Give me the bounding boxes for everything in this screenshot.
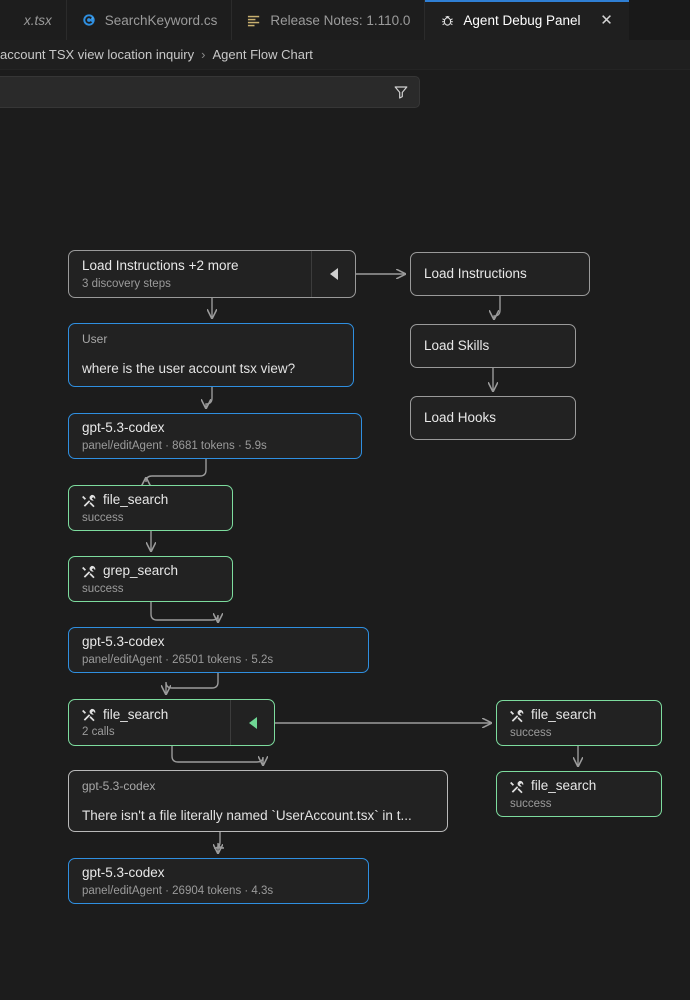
flow-node-discovery-group[interactable]: Load Instructions +2 more 3 discovery st… — [68, 250, 356, 298]
node-title: Load Skills — [424, 337, 490, 353]
react-tsx-icon — [0, 12, 16, 28]
tool-name-label: file_search — [103, 706, 169, 722]
filter-bar — [0, 76, 690, 110]
tools-wrench-icon — [82, 565, 96, 579]
node-body: gpt-5.3-codex panel/editAgent · 26501 to… — [69, 628, 368, 672]
debug-bug-icon — [439, 12, 455, 28]
markdown-lines-icon — [246, 12, 262, 28]
node-subtitle: success — [510, 726, 552, 739]
node-subtitle: panel/editAgent · 8681 tokens · 5.9s — [82, 439, 267, 452]
node-body: gpt-5.3-codex There isn't a file literal… — [69, 771, 447, 831]
tab-label: x.tsx — [24, 12, 52, 28]
tools-wrench-icon — [510, 780, 524, 794]
message-text: There isn't a file literally named `User… — [82, 808, 412, 823]
tab-label: Release Notes: 1.110.0 — [270, 12, 411, 28]
editor-tab-bar: x.tsx SearchKeyword.cs Release Notes: 1.… — [0, 0, 690, 40]
tool-name-label: file_search — [531, 778, 597, 794]
tool-name-label: grep_search — [103, 563, 179, 579]
node-body: file_search 2 calls — [69, 700, 230, 745]
node-title: file_search — [82, 707, 217, 724]
node-body: Load Hooks — [411, 402, 575, 435]
node-body: Load Instructions +2 more 3 discovery st… — [69, 251, 311, 297]
breadcrumb-item-1[interactable]: Agent Flow Chart — [212, 47, 313, 62]
node-body: file_search success — [497, 701, 661, 745]
agent-flow-canvas[interactable]: Load Instructions +2 more 3 discovery st… — [0, 110, 690, 1000]
flow-node-model-2[interactable]: gpt-5.3-codex panel/editAgent · 26501 to… — [68, 627, 369, 673]
message-role-label: User — [82, 332, 108, 346]
node-body: gpt-5.3-codex panel/editAgent · 26904 to… — [69, 859, 368, 903]
node-subtitle: success — [510, 797, 552, 810]
node-subtitle: 3 discovery steps — [82, 277, 171, 290]
node-title: grep_search — [82, 563, 219, 580]
tools-wrench-icon — [510, 709, 524, 723]
node-body: User where is the user account tsx view? — [69, 324, 353, 384]
flow-node-tool-file-search-2[interactable]: file_search success — [496, 700, 662, 746]
filter-input[interactable] — [0, 76, 420, 108]
tools-wrench-icon — [82, 708, 96, 722]
node-title: Load Instructions — [424, 265, 527, 281]
csharp-icon — [81, 12, 97, 28]
node-title: file_search — [82, 492, 219, 509]
flow-node-load-instructions[interactable]: Load Instructions — [410, 252, 590, 296]
tools-wrench-icon — [82, 494, 96, 508]
tab-searchkeyword-cs[interactable]: SearchKeyword.cs — [66, 0, 233, 40]
flow-node-load-hooks[interactable]: Load Hooks — [410, 396, 576, 440]
flow-node-model-3[interactable]: gpt-5.3-codex panel/editAgent · 26904 to… — [68, 858, 369, 904]
node-subtitle: success — [82, 511, 124, 524]
node-title: gpt-5.3-codex — [82, 420, 165, 436]
tab-agent-debug-panel[interactable]: Agent Debug Panel ✕ — [425, 0, 629, 40]
node-body: Load Instructions — [411, 258, 589, 291]
node-body: gpt-5.3-codex panel/editAgent · 8681 tok… — [69, 414, 361, 458]
node-title: file_search — [510, 707, 648, 724]
node-title: gpt-5.3-codex — [82, 865, 165, 881]
close-icon[interactable]: ✕ — [600, 11, 613, 29]
tab-release-notes[interactable]: Release Notes: 1.110.0 — [232, 0, 426, 40]
breadcrumb-item-0[interactable]: account TSX view location inquiry — [0, 47, 195, 62]
flow-node-tool-file-search-3[interactable]: file_search success — [496, 771, 662, 817]
chevron-right-icon: › — [201, 47, 206, 62]
tool-name-label: file_search — [103, 492, 169, 508]
node-body: Load Skills — [411, 330, 575, 363]
node-title: gpt-5.3-codex — [82, 634, 165, 650]
node-subtitle: panel/editAgent · 26904 tokens · 4.3s — [82, 884, 274, 897]
flow-node-assistant-message[interactable]: gpt-5.3-codex There isn't a file literal… — [68, 770, 448, 832]
flow-node-tool-file-search-1[interactable]: file_search success — [68, 485, 233, 531]
flow-node-tool-grep-search[interactable]: grep_search success — [68, 556, 233, 602]
node-title: file_search — [510, 778, 648, 795]
message-text: where is the user account tsx view? — [82, 361, 296, 376]
node-body: file_search success — [69, 486, 232, 530]
node-subtitle: 2 calls — [82, 726, 115, 739]
flow-node-load-skills[interactable]: Load Skills — [410, 324, 576, 368]
node-subtitle: success — [82, 582, 124, 595]
message-role-label: gpt-5.3-codex — [82, 779, 156, 793]
flow-node-tool-file-search-group[interactable]: file_search 2 calls — [68, 699, 275, 746]
chevron-left-icon — [248, 716, 257, 729]
flow-node-model-1[interactable]: gpt-5.3-codex panel/editAgent · 8681 tok… — [68, 413, 362, 459]
tool-name-label: file_search — [531, 707, 597, 723]
node-body: grep_search success — [69, 557, 232, 601]
tab-x-tsx[interactable]: x.tsx — [0, 0, 67, 40]
node-title: Load Instructions +2 more — [82, 258, 239, 274]
chevron-left-icon — [329, 268, 338, 280]
collapse-toggle-button[interactable] — [230, 700, 274, 745]
node-subtitle: panel/editAgent · 26501 tokens · 5.2s — [82, 653, 274, 666]
tab-label: SearchKeyword.cs — [104, 12, 218, 28]
flow-node-user-message[interactable]: User where is the user account tsx view? — [68, 323, 354, 387]
tab-label: Agent Debug Panel — [463, 12, 581, 28]
funnel-filter-icon[interactable] — [393, 84, 409, 100]
node-body: file_search success — [497, 772, 661, 816]
collapse-toggle-button[interactable] — [311, 251, 355, 297]
breadcrumb: account TSX view location inquiry › Agen… — [0, 40, 690, 70]
node-title: Load Hooks — [424, 409, 497, 425]
